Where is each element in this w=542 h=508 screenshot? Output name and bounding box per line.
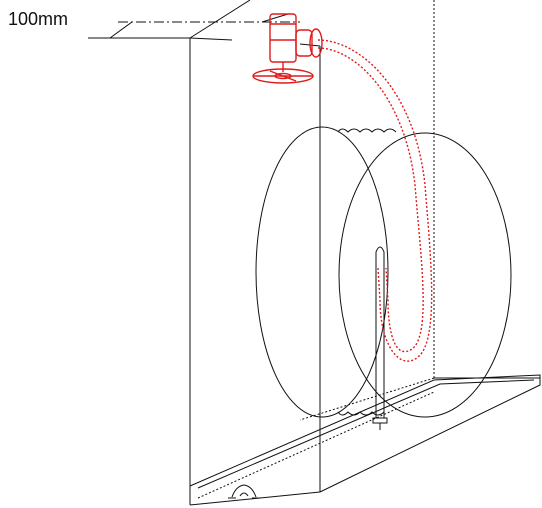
pipe-icon xyxy=(372,246,388,430)
valve-body xyxy=(269,13,297,63)
dimension-lines xyxy=(88,13,300,39)
dimension-leader-1 xyxy=(109,21,133,39)
handle-icon xyxy=(228,484,260,499)
valve-outlet-flange xyxy=(309,28,323,58)
dimension-label: 100mm xyxy=(8,9,69,29)
pipe-base xyxy=(372,417,388,424)
cabinet-top-diagonal xyxy=(189,0,251,39)
hose-reel-front-drum xyxy=(338,132,512,418)
hose-reel-coil-bottom xyxy=(337,411,385,416)
valve-outlet xyxy=(295,29,313,57)
valve-icon xyxy=(252,13,323,84)
hose-path-inner xyxy=(317,47,424,353)
hose-path-outer xyxy=(317,39,433,362)
hose-icon xyxy=(317,39,433,362)
cabinet-door-top-edge xyxy=(189,37,233,41)
valve-handwheel-spoke-2 xyxy=(269,70,297,82)
dimension-leader-2 xyxy=(261,13,289,23)
cabinet-icon xyxy=(189,0,541,506)
cabinet-back-floor-dashed xyxy=(299,377,435,421)
pipe-tube xyxy=(375,246,385,418)
cabinet-floor-rail-outer xyxy=(189,374,541,493)
hose-reel-back-drum xyxy=(255,126,389,418)
cabinet-floor-rail-dashed xyxy=(197,391,435,499)
cabinet-floor-rail-inner xyxy=(197,379,535,489)
hose-reel-coil-top xyxy=(337,128,397,133)
